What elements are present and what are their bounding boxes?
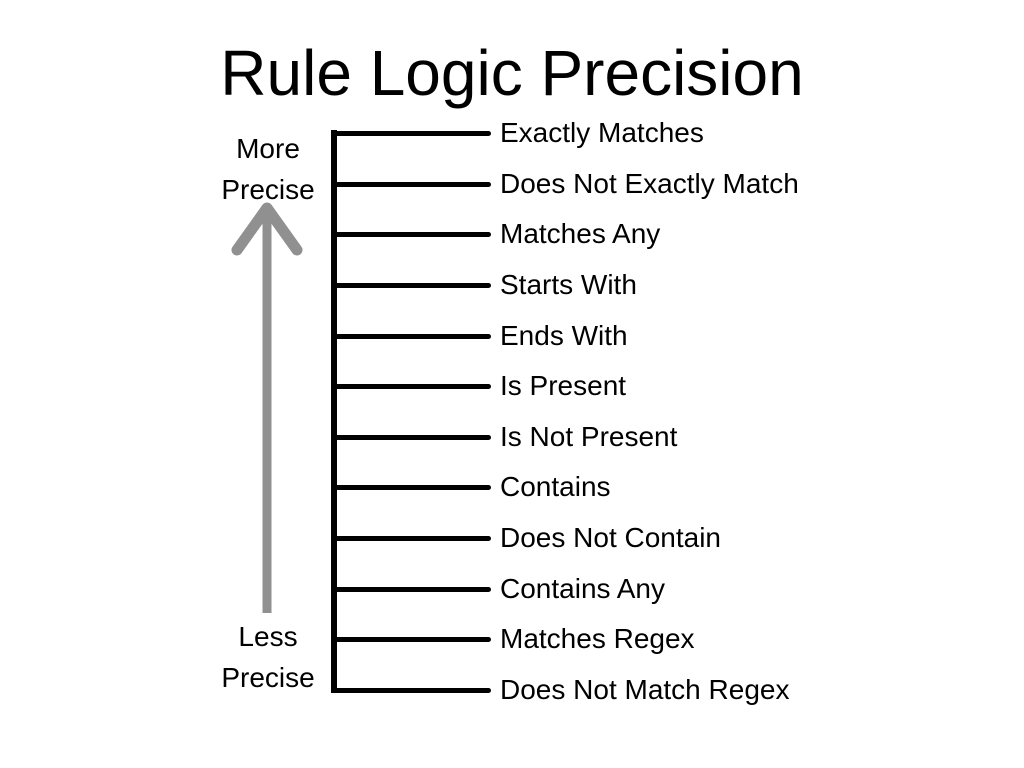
less-precise-line2: Precise xyxy=(221,662,315,693)
ladder-rung: Does Not Contain xyxy=(331,520,721,556)
page-title: Rule Logic Precision xyxy=(220,37,804,109)
less-precise-line1: Less xyxy=(238,621,298,652)
ladder-rung: Contains Any xyxy=(331,571,665,607)
ladder-rung: Matches Any xyxy=(331,216,660,252)
ladder-rung: Matches Regex xyxy=(331,621,695,657)
rung-label: Contains Any xyxy=(500,573,665,604)
ladder-rung: Starts With xyxy=(331,267,637,303)
tick-line xyxy=(331,333,491,339)
ladder-rung: Is Not Present xyxy=(331,419,677,455)
arrow-head xyxy=(231,202,303,256)
tick-line xyxy=(331,687,491,693)
arrow-up-icon xyxy=(231,202,303,613)
tick-line xyxy=(331,434,491,440)
rung-label: Matches Any xyxy=(500,218,661,249)
ladder-rung: Does Not Exactly Match xyxy=(331,166,799,202)
rung-label: Does Not Exactly Match xyxy=(500,168,799,199)
ladder-rung: Is Present xyxy=(331,368,626,404)
tick-line xyxy=(331,130,491,136)
ladder-rung: Ends With xyxy=(331,318,628,354)
more-precise-line1: More xyxy=(236,133,300,164)
tick-line xyxy=(331,484,491,490)
rung-label: Exactly Matches xyxy=(500,117,704,148)
less-precise-label: Less Precise xyxy=(178,616,358,698)
rung-label: Ends With xyxy=(500,320,628,351)
rung-label: Does Not Match Regex xyxy=(500,674,790,705)
rung-label: Contains xyxy=(500,471,611,502)
tick-line xyxy=(331,231,491,237)
tick-line xyxy=(331,586,491,592)
ladder-rung: Does Not Match Regex xyxy=(331,672,789,708)
rung-label: Is Not Present xyxy=(500,421,678,452)
ladder-rung: Exactly Matches xyxy=(331,115,704,151)
more-precise-line2: Precise xyxy=(221,174,315,205)
tick-line xyxy=(331,383,491,389)
tick-line xyxy=(331,282,491,288)
tick-line xyxy=(331,181,491,187)
rung-label: Is Present xyxy=(500,370,627,401)
rung-label: Does Not Contain xyxy=(500,522,722,553)
tick-line xyxy=(331,636,491,642)
rung-label: Starts With xyxy=(500,269,637,300)
more-precise-label: More Precise xyxy=(178,128,358,210)
ladder-axis-line xyxy=(331,130,337,693)
ladder-rung: Contains xyxy=(331,469,611,505)
tick-line xyxy=(331,535,491,541)
rung-label: Matches Regex xyxy=(500,623,695,654)
